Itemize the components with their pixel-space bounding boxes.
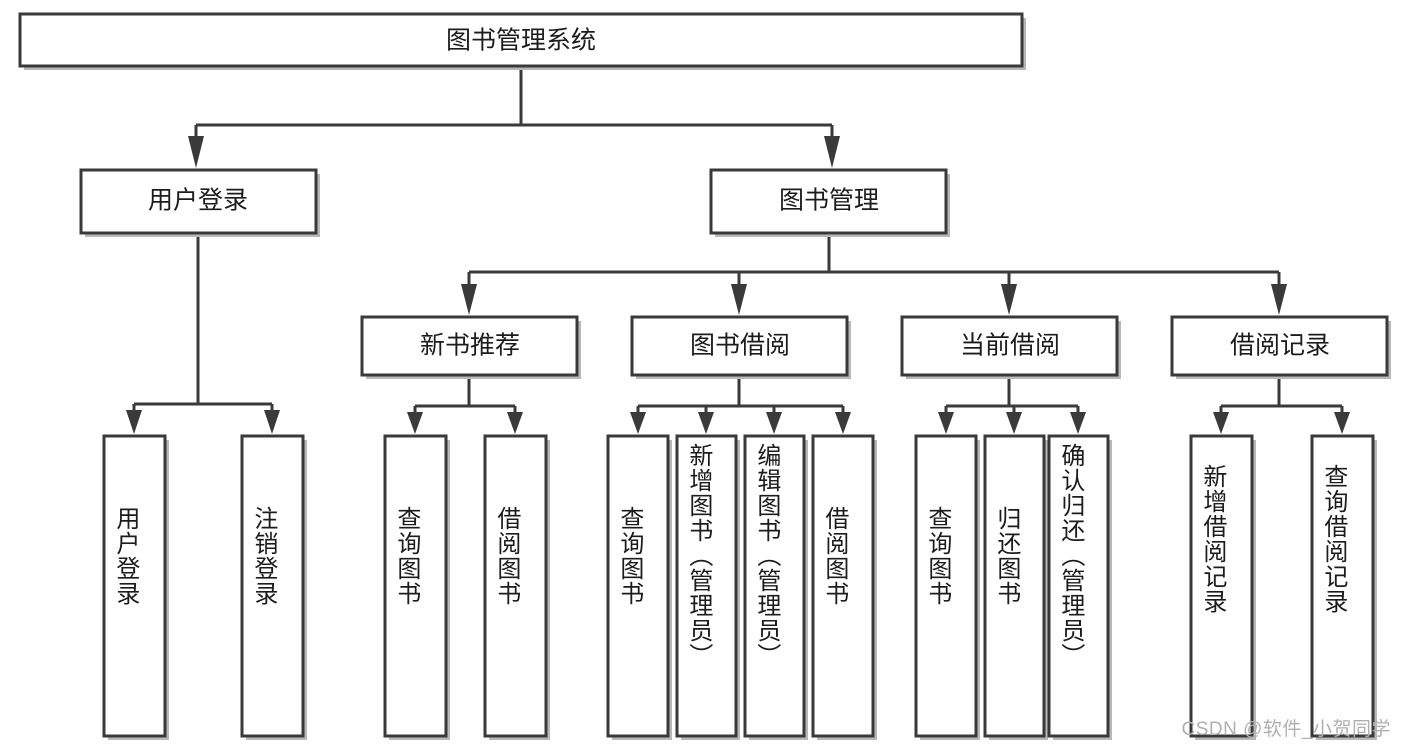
arrowhead-leaf-user-logout <box>264 410 280 434</box>
arrowhead-leaf-edit-book <box>766 412 782 434</box>
node-user-login-label: 用户登录 <box>148 187 248 215</box>
node-borrow-record-label: 借阅记录 <box>1230 332 1330 360</box>
node-leaf-add-record[interactable] <box>1189 434 1254 738</box>
node-user-login[interactable] <box>79 168 318 235</box>
arrowhead-leaf-query-book-rec <box>407 412 423 434</box>
connector-layer <box>126 66 1350 434</box>
node-root-label: 图书管理系统 <box>446 27 596 55</box>
csdn-watermark: CSDN @软件_小贺同学 <box>1181 719 1391 740</box>
arrowhead-leaf-borrow-book-rec <box>507 412 523 434</box>
arrowhead-leaf-confirm-return <box>1070 412 1086 434</box>
arrowhead-leaf-query-book-cb <box>938 412 954 434</box>
node-new-book-rec-label: 新书推荐 <box>420 332 520 360</box>
arrowhead-book-manage <box>824 136 840 168</box>
node-new-book-rec[interactable] <box>360 315 579 377</box>
arrowhead-leaf-return-book <box>1006 412 1022 434</box>
node-leaf-user-login[interactable] <box>102 434 167 738</box>
node-root[interactable] <box>18 12 1024 68</box>
node-leaf-query-book-bb[interactable] <box>606 434 670 738</box>
node-book-manage-label: 图书管理 <box>779 187 879 215</box>
arrowhead-leaf-borrow-book-bb <box>835 412 851 434</box>
arrowhead-borrow-record <box>1271 284 1287 315</box>
arrowhead-leaf-user-login <box>126 410 142 434</box>
node-leaf-query-record[interactable] <box>1310 434 1375 738</box>
node-leaf-query-book-cb[interactable] <box>914 434 978 738</box>
arrowhead-leaf-add-book <box>698 412 714 434</box>
node-leaf-add-book[interactable] <box>675 434 738 738</box>
arrowhead-current-borrow <box>1001 284 1017 315</box>
node-leaf-query-book-rec[interactable] <box>383 434 448 738</box>
arrowhead-leaf-add-record <box>1213 412 1229 434</box>
node-leaf-user-logout[interactable] <box>240 434 305 738</box>
arrowhead-leaf-query-record <box>1334 412 1350 434</box>
node-borrow-record[interactable] <box>1170 315 1389 377</box>
node-leaf-edit-book[interactable] <box>743 434 806 738</box>
node-book-manage[interactable] <box>709 168 948 235</box>
node-leaf-borrow-book-rec[interactable] <box>483 434 548 738</box>
arrowhead-leaf-query-book-bb <box>630 412 646 434</box>
arrowhead-book-borrow <box>731 284 747 315</box>
node-leaf-borrow-book-bb[interactable] <box>811 434 875 738</box>
node-current-borrow[interactable] <box>900 315 1119 377</box>
node-leaf-confirm-return[interactable] <box>1047 434 1110 738</box>
arrowhead-new-book-rec <box>461 284 477 315</box>
node-layer: 图书管理系统 用户登录 图书管理 新书推荐 图书借阅 当前借阅 借阅记录 <box>18 12 1391 740</box>
node-current-borrow-label: 当前借阅 <box>960 332 1060 360</box>
node-book-borrow-label: 图书借阅 <box>690 332 790 360</box>
arrowhead-user-login <box>188 136 204 168</box>
node-book-borrow[interactable] <box>630 315 849 377</box>
node-leaf-return-book[interactable] <box>983 434 1046 738</box>
